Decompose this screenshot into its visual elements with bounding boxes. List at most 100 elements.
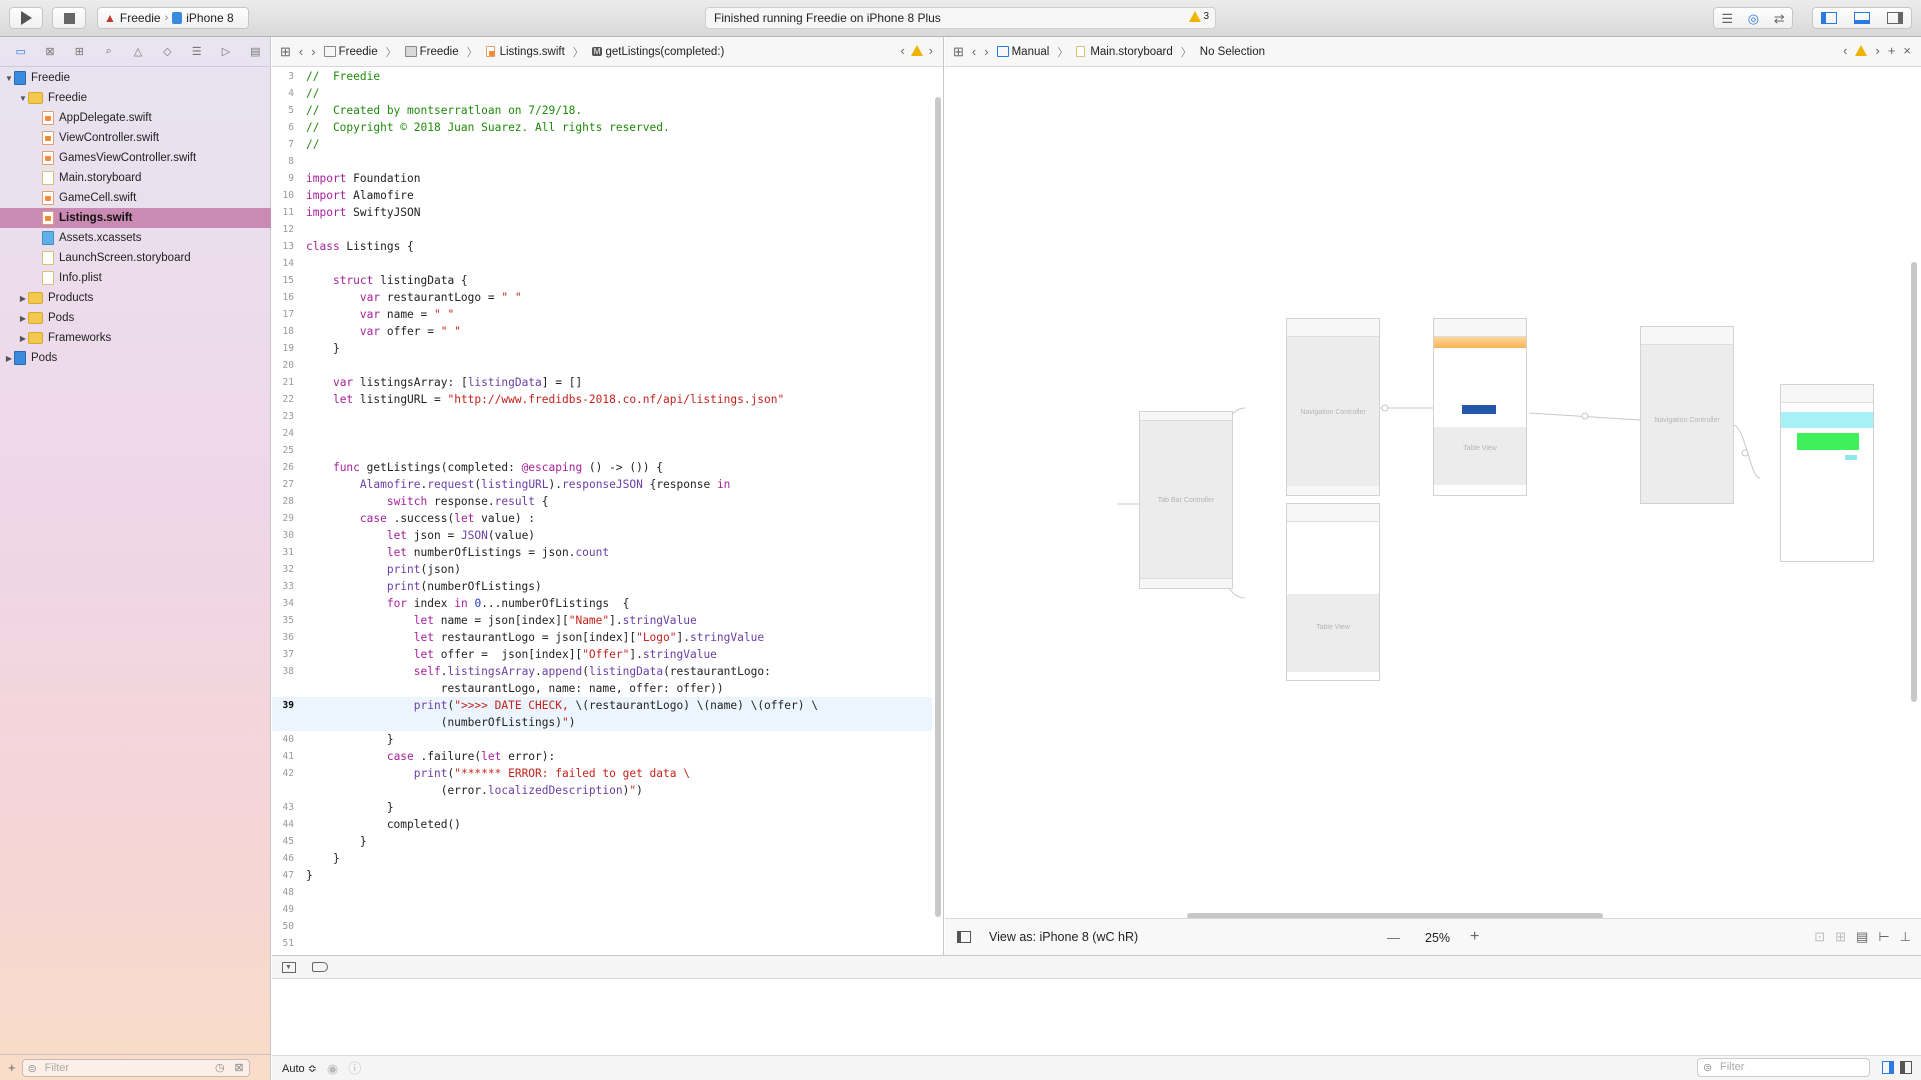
debug-icon[interactable]: ☰ xyxy=(191,46,202,58)
line-number[interactable]: 50 xyxy=(282,921,294,932)
related-items-icon[interactable]: ⊞ xyxy=(953,44,964,59)
line-number[interactable]: 32 xyxy=(282,564,294,575)
previous-issue-icon[interactable]: ‹ xyxy=(1843,43,1848,58)
tree-item[interactable]: ViewController.swift xyxy=(0,128,271,148)
code-line[interactable]: (numberOfListings)") xyxy=(272,714,932,731)
add-editor-icon[interactable]: + xyxy=(1887,43,1896,58)
tree-item[interactable]: ▶Pods xyxy=(0,348,271,368)
editor-scrollbar[interactable] xyxy=(935,97,941,917)
code-line[interactable]: 49 xyxy=(272,901,932,918)
tree-item[interactable]: GamesViewController.swift xyxy=(0,148,271,168)
tree-item[interactable]: Main.storyboard xyxy=(0,168,271,188)
code-line[interactable]: 36 let restaurantLogo = json[index]["Log… xyxy=(272,629,932,646)
line-number[interactable]: 22 xyxy=(282,394,294,405)
code-line[interactable]: 26 func getListings(completed: @escaping… xyxy=(272,459,932,476)
line-number[interactable]: 20 xyxy=(282,360,294,371)
tree-item[interactable]: Listings.swift xyxy=(0,208,271,228)
login-scene[interactable] xyxy=(1780,384,1874,562)
code-line[interactable]: 6// Copyright © 2018 Juan Suarez. All ri… xyxy=(272,119,932,136)
breakpoint-icon[interactable]: ▷ xyxy=(221,46,231,58)
code-line[interactable]: 24 xyxy=(272,425,932,442)
line-number[interactable]: 9 xyxy=(288,173,294,184)
line-number[interactable]: 33 xyxy=(282,581,294,592)
line-number[interactable] xyxy=(272,782,302,799)
source-control-icon[interactable]: ⊠ xyxy=(45,46,55,58)
recent-files-icon[interactable]: ◷ xyxy=(214,1061,225,1074)
disclosure-open-icon[interactable]: ▼ xyxy=(19,93,27,103)
line-number[interactable]: 10 xyxy=(282,190,294,201)
line-number[interactable]: 40 xyxy=(282,734,294,745)
line-number[interactable]: 51 xyxy=(282,938,294,949)
line-number[interactable]: 45 xyxy=(282,836,294,847)
line-number[interactable]: 8 xyxy=(288,156,294,167)
code-line[interactable]: 4// xyxy=(272,85,932,102)
breadcrumb-storyboard[interactable]: Main.storyboard xyxy=(1076,46,1173,58)
hide-debug-icon[interactable]: ▼ xyxy=(282,961,296,973)
standard-editor-icon[interactable]: ☰ xyxy=(1721,10,1733,26)
assistant-editor-icon[interactable]: ◎ xyxy=(1747,10,1760,26)
tree-item[interactable]: ▼Freedie xyxy=(0,88,271,108)
code-line[interactable]: 12 xyxy=(272,221,932,238)
eye-icon[interactable]: ◉ xyxy=(326,1060,339,1076)
line-number[interactable]: 47 xyxy=(282,870,294,881)
zoom-out-icon[interactable]: — xyxy=(1387,930,1400,945)
line-number[interactable]: 49 xyxy=(282,904,294,915)
console-only-icon[interactable] xyxy=(1900,1061,1912,1074)
disclosure-open-icon[interactable]: ▼ xyxy=(5,73,13,83)
warning-icon[interactable] xyxy=(1855,45,1868,56)
code-line[interactable]: restaurantLogo, name: name, offer: offer… xyxy=(272,680,932,697)
disclosure-closed-icon[interactable]: ▶ xyxy=(19,293,27,303)
line-number[interactable]: 25 xyxy=(282,445,294,456)
utilities-toggle-icon[interactable] xyxy=(1886,12,1903,24)
line-number[interactable]: 23 xyxy=(282,411,294,422)
line-number[interactable]: 18 xyxy=(282,326,294,337)
code-line[interactable]: 19 } xyxy=(272,340,932,357)
tab-bar-controller-scene[interactable]: Tab Bar Controller xyxy=(1139,411,1233,589)
document-outline-icon[interactable] xyxy=(957,931,971,943)
line-number[interactable]: 26 xyxy=(282,462,294,473)
tree-item[interactable]: GameCell.swift xyxy=(0,188,271,208)
next-issue-icon[interactable]: › xyxy=(928,43,933,58)
line-number[interactable]: 16 xyxy=(282,292,294,303)
code-line[interactable]: 29 case .success(let value) : xyxy=(272,510,932,527)
previous-issue-icon[interactable]: ‹ xyxy=(900,43,905,58)
code-line[interactable]: 37 let offer = json[index]["Offer"].stri… xyxy=(272,646,932,663)
breakpoints-icon[interactable] xyxy=(312,962,328,972)
console-filter-input[interactable]: ⊜ Filter xyxy=(1697,1058,1870,1077)
disclosure-closed-icon[interactable]: ▶ xyxy=(19,333,27,343)
test-icon[interactable]: ◇ xyxy=(163,46,172,58)
code-line[interactable]: 5// Created by montserratloan on 7/29/18… xyxy=(272,102,932,119)
tree-item[interactable]: Info.plist xyxy=(0,268,271,288)
code-line[interactable]: 34 for index in 0...numberOfListings { xyxy=(272,595,932,612)
align-icon[interactable]: ⊢ xyxy=(1878,929,1890,944)
navigation-controller-scene[interactable]: Navigation Controller xyxy=(1286,318,1380,496)
breadcrumb-manual[interactable]: Manual xyxy=(996,46,1049,58)
line-number[interactable]: 37 xyxy=(282,649,294,660)
back-icon[interactable]: ‹ xyxy=(971,44,977,59)
code-line[interactable]: 51 xyxy=(272,935,932,952)
tree-item[interactable]: ▶Pods xyxy=(0,308,271,328)
code-line[interactable]: 23 xyxy=(272,408,932,425)
update-frames-icon[interactable]: ⊡ xyxy=(1814,929,1826,944)
run-button[interactable] xyxy=(9,7,43,29)
line-number[interactable]: 5 xyxy=(288,105,294,116)
code-line[interactable]: 40 } xyxy=(272,731,932,748)
code-line[interactable]: 48 xyxy=(272,884,932,901)
code-line[interactable]: 44 completed() xyxy=(272,816,932,833)
debug-toggle-icon[interactable] xyxy=(1853,12,1870,24)
line-number[interactable]: 4 xyxy=(288,88,294,99)
line-number[interactable]: 35 xyxy=(282,615,294,626)
line-number[interactable]: 14 xyxy=(282,258,294,269)
scm-filter-icon[interactable]: ⊠ xyxy=(234,1061,244,1074)
line-number[interactable]: 31 xyxy=(282,547,294,558)
line-number[interactable]: 38 xyxy=(282,666,294,677)
line-number[interactable]: 12 xyxy=(282,224,294,235)
line-number[interactable]: 36 xyxy=(282,632,294,643)
breadcrumb-selection[interactable]: No Selection xyxy=(1199,45,1265,58)
code-line[interactable]: 20 xyxy=(272,357,932,374)
code-line[interactable]: 35 let name = json[index]["Name"].string… xyxy=(272,612,932,629)
code-line[interactable]: 46 } xyxy=(272,850,932,867)
back-icon[interactable]: ‹ xyxy=(298,44,304,59)
